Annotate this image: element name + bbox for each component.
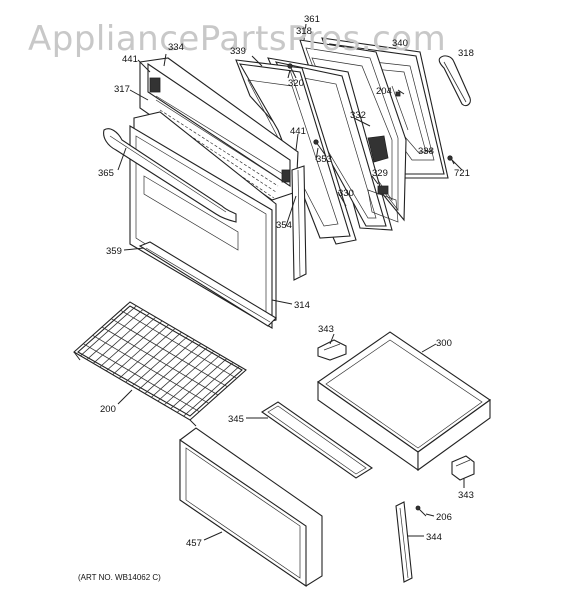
drawer-glide-right bbox=[451, 455, 475, 481]
part-label-200: 200 bbox=[100, 404, 116, 415]
part-label-206: 206 bbox=[436, 512, 452, 523]
part-label-318-top: 318 bbox=[296, 26, 312, 37]
part-label-338: 338 bbox=[418, 146, 434, 157]
part-label-330: 330 bbox=[338, 188, 354, 199]
part-label-340: 340 bbox=[392, 38, 408, 49]
door-bottom-strip bbox=[138, 241, 277, 327]
part-label-332: 332 bbox=[350, 110, 366, 121]
part-label-721: 721 bbox=[454, 168, 470, 179]
part-label-457: 457 bbox=[186, 538, 202, 549]
leader-lines bbox=[117, 23, 465, 541]
part-label-441-top: 441 bbox=[122, 54, 138, 65]
door-side-channel bbox=[291, 165, 307, 281]
storage-drawer bbox=[317, 331, 491, 472]
part-labels: 361 318 334 340 318 441 339 320 317 204 … bbox=[98, 14, 474, 549]
part-label-314: 314 bbox=[294, 300, 310, 311]
watermark-text: AppliancePartsPros.com bbox=[28, 19, 446, 59]
oven-rack bbox=[73, 301, 247, 427]
part-label-353: 353 bbox=[316, 154, 332, 165]
drawer-front-liner bbox=[261, 401, 373, 479]
part-label-359: 359 bbox=[106, 246, 122, 257]
screw-206 bbox=[415, 505, 427, 517]
part-label-329: 329 bbox=[372, 168, 388, 179]
rack-crossbar bbox=[120, 309, 237, 379]
part-label-343-top: 343 bbox=[318, 324, 334, 335]
art-number: (ART NO. WB14062 C) bbox=[78, 573, 161, 582]
rack-crossbar bbox=[111, 318, 228, 388]
rack-wires bbox=[80, 305, 240, 417]
clip-329 bbox=[377, 185, 389, 195]
part-label-204: 204 bbox=[376, 86, 392, 97]
part-label-345: 345 bbox=[228, 414, 244, 425]
part-label-361: 361 bbox=[304, 14, 320, 25]
door-gasket bbox=[438, 55, 471, 107]
screw-320 bbox=[287, 63, 297, 79]
part-label-317: 317 bbox=[114, 84, 130, 95]
part-label-300: 300 bbox=[436, 338, 452, 349]
part-label-365: 365 bbox=[98, 168, 114, 179]
part-label-441: 441 bbox=[290, 126, 306, 137]
drawer-rail bbox=[395, 501, 413, 583]
rack-crossbar bbox=[101, 326, 219, 396]
drawer-front-panel bbox=[179, 427, 323, 588]
part-label-343: 343 bbox=[458, 490, 474, 501]
part-label-334: 334 bbox=[168, 42, 184, 53]
drawer-glide-left bbox=[317, 339, 347, 361]
rack-crossbar bbox=[92, 334, 209, 404]
rack-crossbar bbox=[83, 343, 200, 413]
part-label-344: 344 bbox=[426, 532, 442, 543]
part-label-354: 354 bbox=[276, 220, 292, 231]
screw-353 bbox=[313, 139, 327, 157]
door-handle bbox=[103, 128, 237, 223]
part-label-318: 318 bbox=[458, 48, 474, 59]
oven-door-assembly bbox=[103, 37, 471, 329]
part-label-339: 339 bbox=[230, 46, 246, 57]
door-frame-vented bbox=[139, 57, 299, 201]
part-label-320: 320 bbox=[288, 78, 304, 89]
